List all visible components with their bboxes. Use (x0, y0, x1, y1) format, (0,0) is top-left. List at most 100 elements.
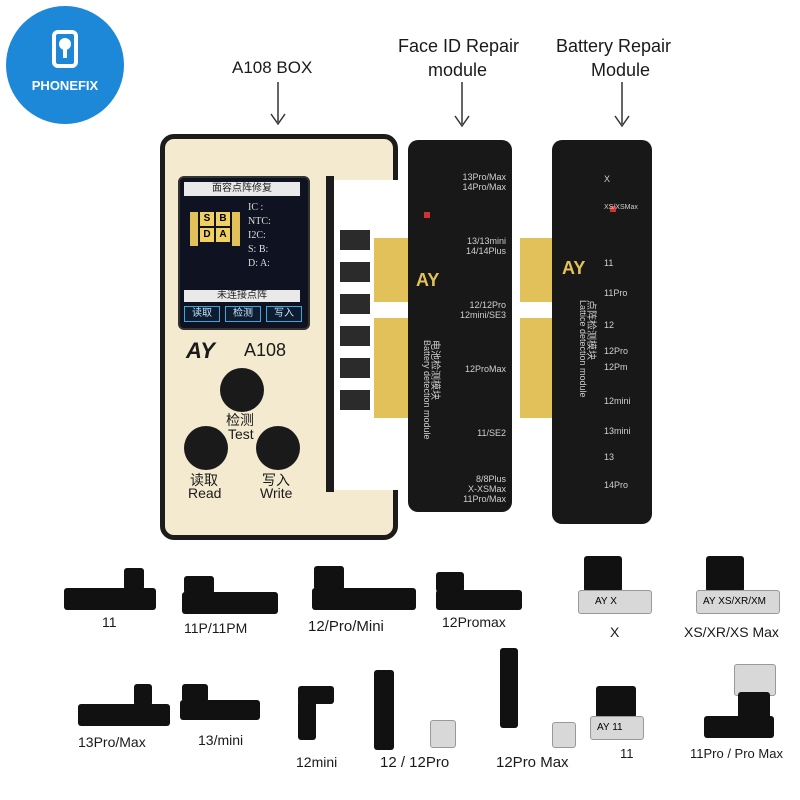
connector-label: 11Pro / Pro Max (690, 746, 783, 761)
device-slot (340, 358, 370, 378)
connector-xs: AY XS/XR/XM (696, 590, 780, 614)
screen-write-button[interactable]: 写入 (266, 306, 302, 322)
model-label: 12mini/SE3 (459, 310, 506, 320)
battery-heading-1: Battery Repair (556, 36, 672, 56)
info-label: I2C: (248, 230, 266, 241)
read-label-cn: 读取 (190, 472, 218, 488)
model-label: 13Pro/Max (462, 172, 506, 182)
device-screen: 面容点阵修复 S B D A IC : NTC: I2C: S: B: D: A… (178, 176, 310, 330)
screen-test-button[interactable]: 检测 (225, 306, 261, 322)
model-label: 13/13mini (466, 236, 506, 246)
connector-11pro-flex (704, 716, 774, 738)
flex-cable-11p (182, 592, 278, 614)
flex-cable-label: 12Promax (442, 614, 506, 630)
model-label: 12Pm (604, 362, 628, 372)
flex-cable-label: 11P/11PM (184, 620, 248, 636)
model-label: X (604, 174, 611, 184)
connector-x-flex (584, 556, 622, 592)
model-label: 13mini (604, 426, 631, 436)
ay-logo: AY (186, 338, 215, 363)
flex-cable-label: 12mini (296, 754, 338, 770)
battery-heading-2: Module (591, 60, 651, 80)
arrow-down-icon (454, 82, 470, 128)
model-label: XS/XSMax (604, 204, 638, 211)
model-label: 12 (604, 320, 615, 330)
flex-cable-12-connector (430, 720, 456, 748)
info-label: D: A: (248, 258, 270, 269)
connector-11pro-flex-body (738, 692, 770, 720)
test-label-cn: 检测 (226, 412, 254, 428)
model-label: 11/SE2 (477, 428, 506, 438)
faceid-module-board: AY 电池检测模块 Battery detection module 13Pro… (408, 140, 512, 512)
read-button[interactable] (184, 426, 228, 470)
connector-11: AY 11 (590, 716, 644, 740)
model-label: X-XSMax (467, 484, 506, 494)
info-label: IC : (248, 202, 264, 213)
model-label: 12/12Pro (469, 300, 506, 310)
model-label: 11Pro/Max (463, 494, 506, 504)
model-label: 12mini (604, 396, 631, 406)
status-led (610, 206, 616, 212)
connector-label: X (610, 624, 620, 640)
flex-cable-13pro-connector (134, 684, 152, 706)
connector-xs-flex (706, 556, 744, 592)
flex-cable-12promax (436, 590, 522, 610)
read-label-en: Read (188, 485, 222, 501)
model-label: 11Pro (604, 288, 628, 298)
flex-cable-12pro-max (500, 648, 518, 728)
chip-cell: D (200, 228, 214, 242)
box-heading: A108 BOX (232, 58, 313, 77)
write-label-cn: 写入 (262, 472, 290, 488)
flex-cable-11p-connector (184, 576, 214, 594)
flex-cable-13mini (180, 700, 260, 720)
device-cutout-edge (326, 176, 334, 492)
flex-cable-12pro-max-connector (552, 722, 576, 748)
info-label: NTC: (248, 216, 271, 227)
model-label: 11 (604, 258, 614, 268)
test-label-en: Test (228, 426, 254, 442)
device-slot (340, 262, 370, 282)
screen-status: 未连接点阵 (184, 290, 300, 302)
flex-cable-label: 12/Pro/Mini (308, 618, 384, 635)
device-slot (340, 326, 370, 346)
model-label: 14Pro (604, 480, 629, 490)
test-button[interactable] (220, 368, 264, 412)
model-label: 12ProMax (464, 364, 506, 374)
flex-cable-12mini-body (298, 700, 316, 740)
connector-x: AY X (578, 590, 652, 614)
model-label: 14/14Plus (465, 246, 506, 256)
write-button[interactable] (256, 426, 300, 470)
flex-cable-11 (64, 588, 156, 610)
battery-module-board: AY 点阵检测模块 Lattice detection module X XS/… (552, 140, 652, 524)
logo-text: PHONEFIX (31, 78, 99, 93)
screen-title: 面容点阵修复 (184, 182, 300, 196)
screen-read-button[interactable]: 读取 (184, 306, 220, 322)
status-led (424, 212, 430, 218)
chip-cell: S (200, 212, 214, 226)
flex-cable-12-connector (314, 566, 344, 590)
chip-cell: B (216, 212, 230, 226)
model-label: 12Pro (604, 346, 629, 356)
info-label: S: B: (248, 244, 269, 255)
chip-cell: A (216, 228, 230, 242)
flex-cable-13mini-connector (182, 684, 208, 702)
model-label: 14Pro/Max (462, 182, 506, 192)
model-label: 8/8Plus (475, 474, 506, 484)
device-slot (340, 230, 370, 250)
faceid-heading-1: Face ID Repair (398, 36, 520, 56)
device-model: A108 (244, 340, 287, 360)
device-slot (340, 294, 370, 314)
connector-label: 11 (620, 746, 634, 761)
flex-cable-11-connector (124, 568, 144, 590)
flex-cable-12 (312, 588, 416, 610)
arrow-down-icon (270, 82, 286, 126)
connector-11pro (734, 664, 776, 696)
module-vertical-en: Lattice detection module (578, 300, 588, 398)
device-slot (340, 390, 370, 410)
flex-cable-label: 13Pro/Max (78, 734, 146, 750)
arrow-down-icon (614, 82, 630, 128)
connector-label: XS/XR/XS Max (684, 624, 779, 640)
flex-cable-12promax-connector (436, 572, 464, 592)
connector-11-flex (596, 686, 636, 718)
flex-cable-label: 11 (102, 614, 117, 630)
